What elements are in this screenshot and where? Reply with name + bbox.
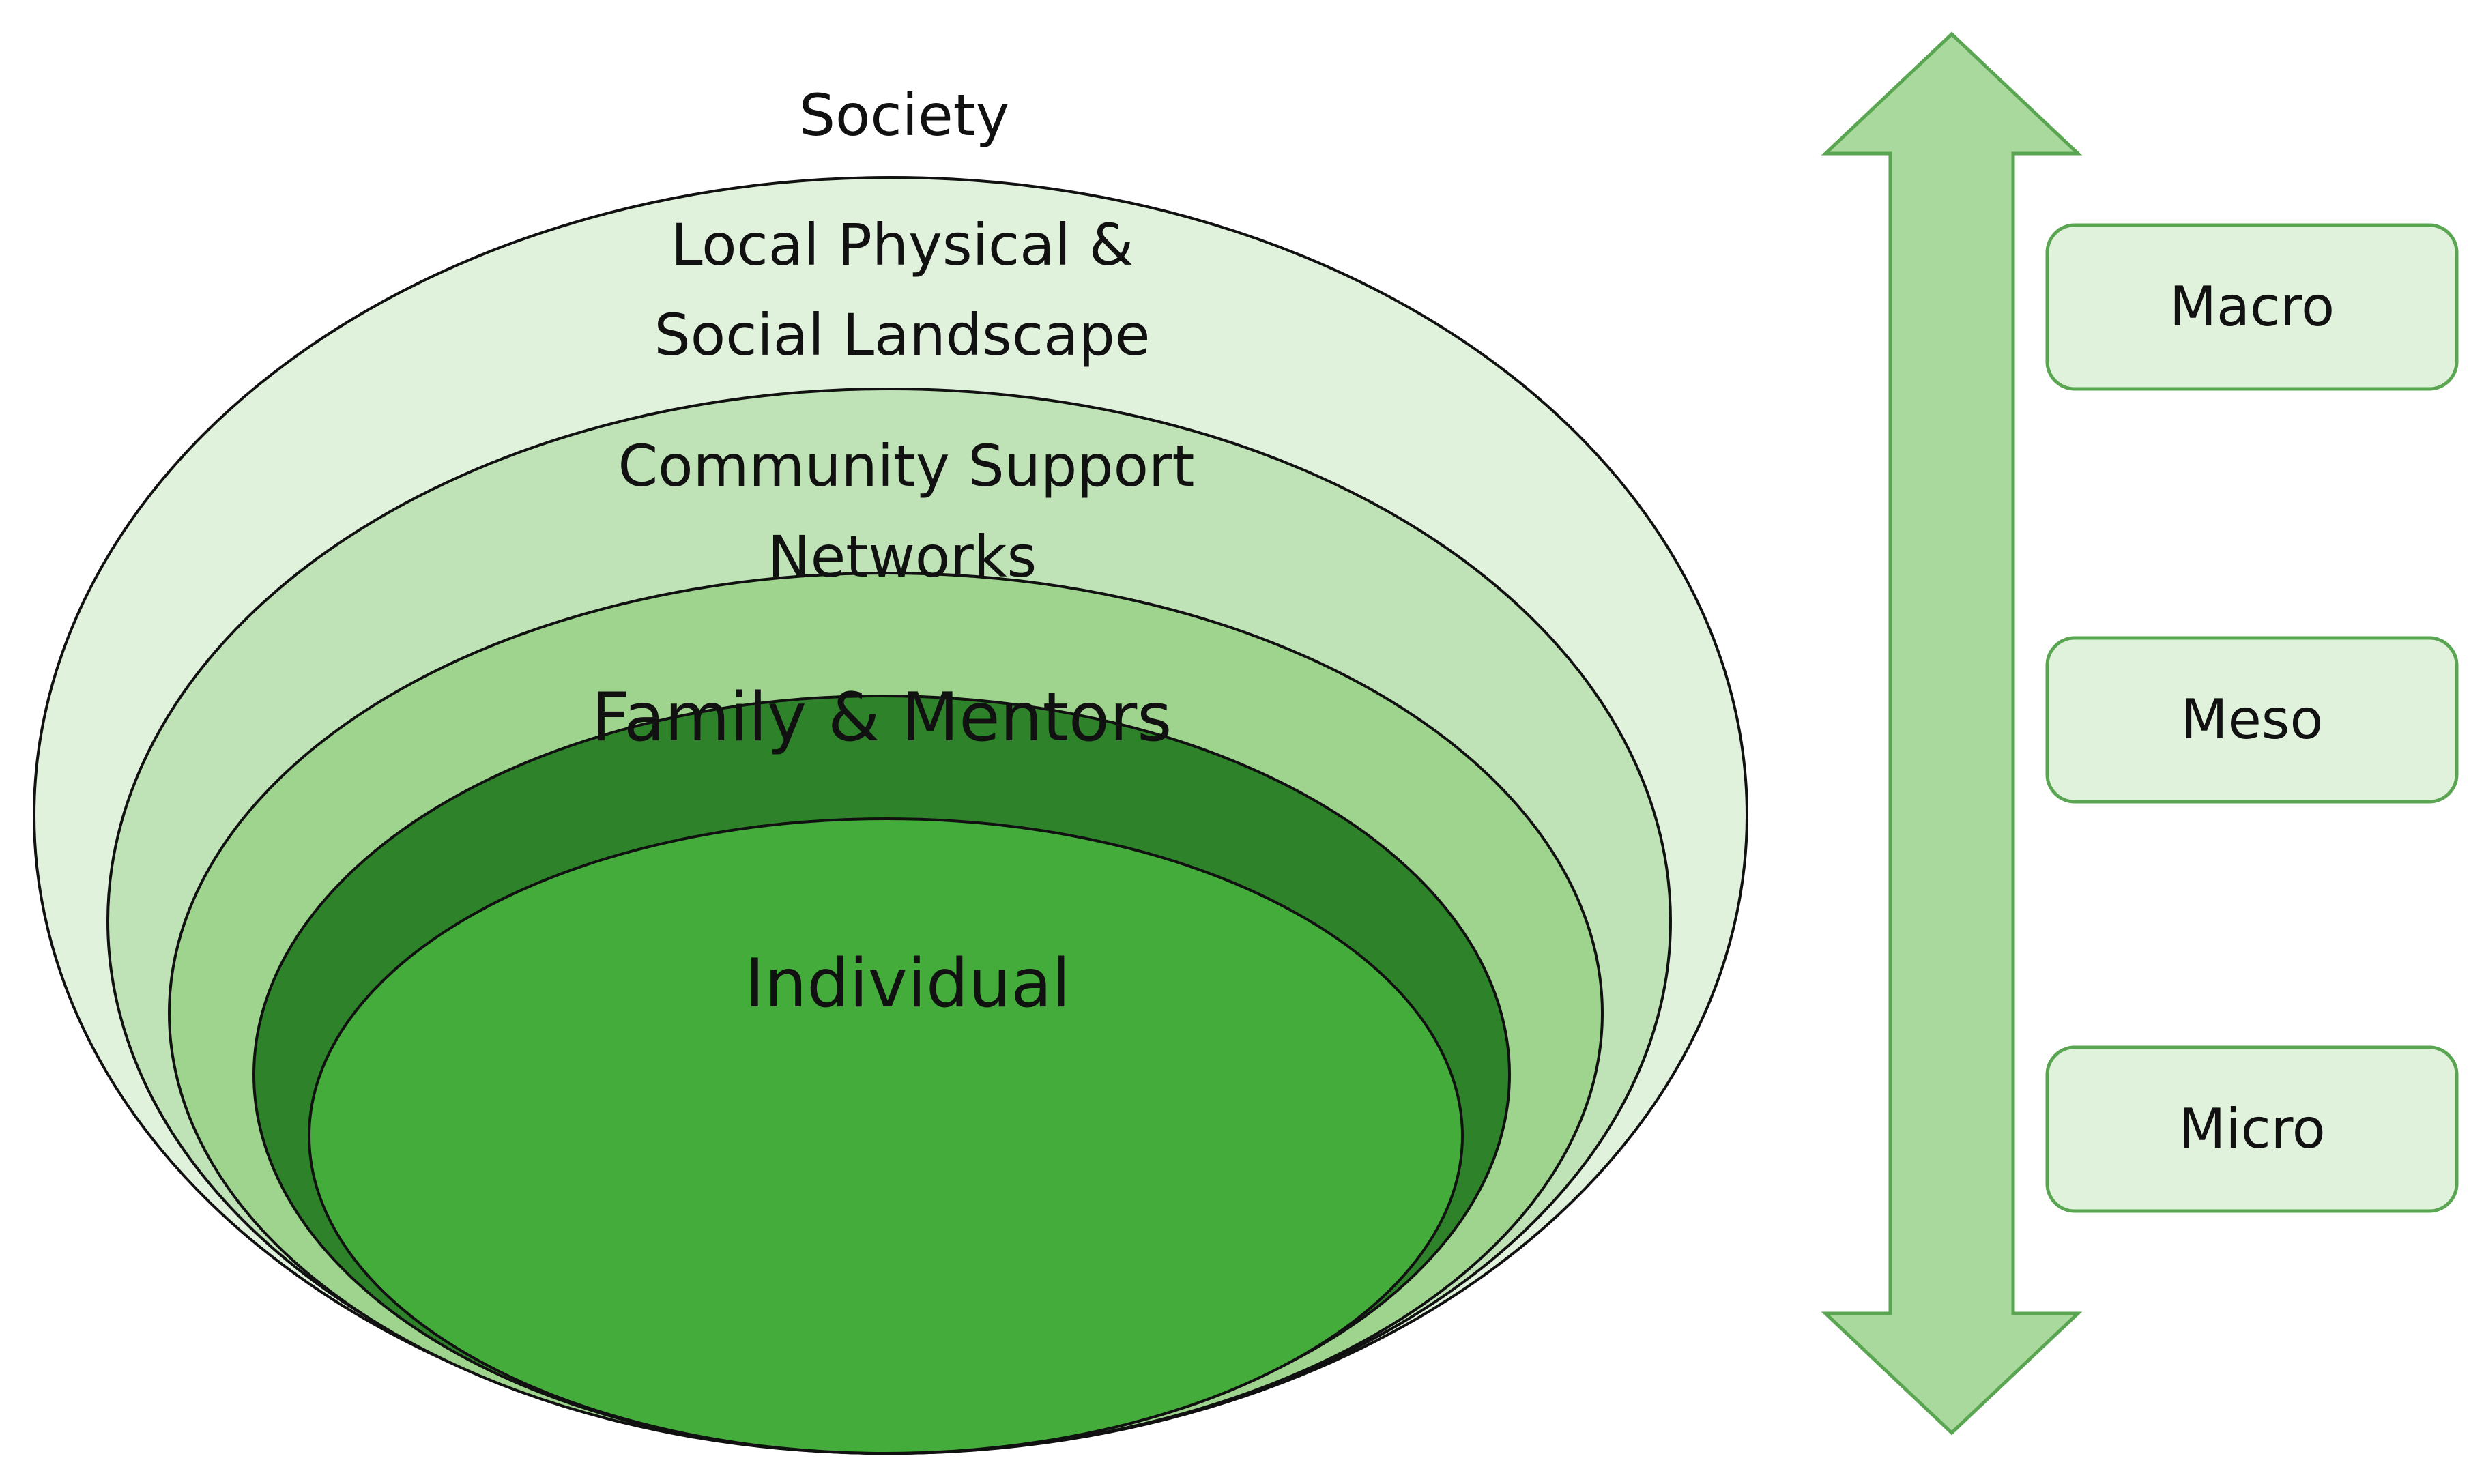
individual-label: Individual <box>745 945 1070 1023</box>
community-networks-label: Community Support <box>618 433 1195 499</box>
local-landscape-label-line-2: Social Landscape <box>654 302 1150 368</box>
double-headed-arrow <box>1821 31 2083 1436</box>
local-landscape-label: Local Physical & <box>671 212 1133 278</box>
level-label-meso: Meso <box>2181 688 2324 751</box>
level-label-macro: Macro <box>2169 275 2335 338</box>
family-mentors-label: Family & Mentors <box>592 679 1172 757</box>
individual-layer <box>308 817 1464 1455</box>
level-box-micro: Micro <box>2045 1045 2459 1213</box>
level-label-micro: Micro <box>2178 1097 2325 1161</box>
level-box-macro: Macro <box>2045 223 2459 391</box>
level-box-meso: Meso <box>2045 636 2459 804</box>
society-label: Society <box>799 82 1010 149</box>
community-networks-label-line-2: Networks <box>768 523 1037 590</box>
